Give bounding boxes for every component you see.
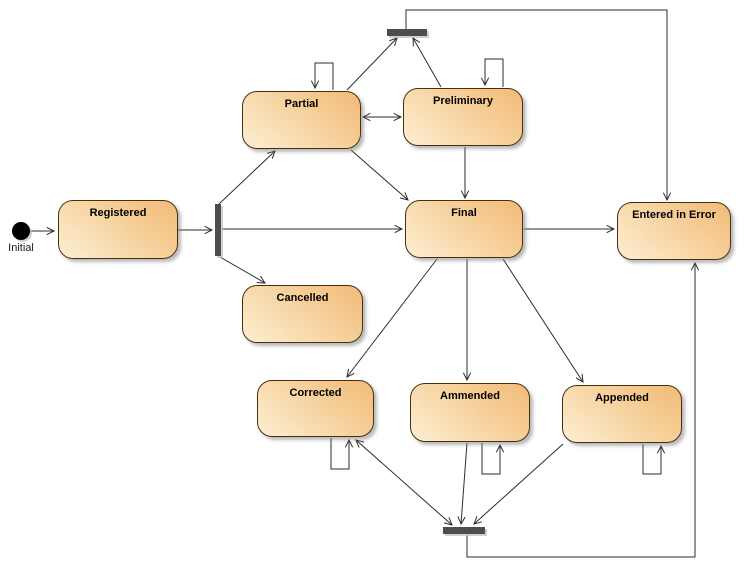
initial-node[interactable]	[12, 222, 30, 240]
state-preliminary[interactable]: Preliminary	[403, 88, 523, 146]
transition-ammended-to-join-bottom	[457, 442, 468, 526]
transition-partial-to-join-top	[346, 37, 398, 91]
state-final[interactable]: Final	[405, 200, 523, 258]
state-label: Ammended	[440, 390, 500, 402]
state-ammended[interactable]: Ammended	[410, 383, 530, 442]
join-bar-top[interactable]	[387, 29, 427, 36]
state-label: Partial	[284, 98, 319, 110]
initial-node-label: Initial	[8, 242, 34, 254]
state-cancelled[interactable]: Cancelled	[242, 285, 363, 343]
join-bar-bottom[interactable]	[443, 527, 485, 534]
state-label: Cancelled	[276, 292, 329, 304]
state-label: Preliminary	[433, 95, 493, 107]
transition-partial-self-loop	[310, 62, 334, 90]
state-appended[interactable]: Appended	[562, 385, 682, 443]
transition-corrected-join-bottom	[355, 439, 453, 526]
transition-ammended-self-loop	[481, 443, 505, 475]
state-label: Corrected	[289, 387, 342, 399]
state-corrected[interactable]: Corrected	[257, 380, 374, 437]
state-label: Registered	[89, 207, 147, 219]
transition-partial-to-final	[350, 149, 409, 201]
transition-final-to-corrected	[346, 258, 438, 378]
transition-final-to-appended	[502, 258, 584, 383]
transition-fork-to-partial	[218, 150, 276, 205]
state-partial[interactable]: Partial	[242, 91, 361, 149]
state-label: Appended	[595, 392, 649, 404]
fork-bar[interactable]	[215, 204, 221, 256]
transition-preliminary-self-loop	[480, 58, 504, 87]
state-registered[interactable]: Registered	[58, 200, 178, 259]
transition-corrected-self-loop	[330, 438, 354, 470]
state-label: Final	[451, 207, 477, 219]
transition-appended-self-loop	[642, 444, 666, 475]
transition-join-top-to-entered-in-error	[405, 9, 672, 202]
transition-preliminary-to-join-top	[412, 37, 442, 88]
transition-appended-to-join-bottom	[473, 443, 564, 525]
transition-fork-to-cancelled	[219, 256, 266, 284]
state-entered-in-error[interactable]: Entered in Error	[617, 202, 731, 260]
state-label: Entered in Error	[632, 209, 716, 221]
transition-join-bottom-to-entered-in-error	[466, 261, 700, 558]
